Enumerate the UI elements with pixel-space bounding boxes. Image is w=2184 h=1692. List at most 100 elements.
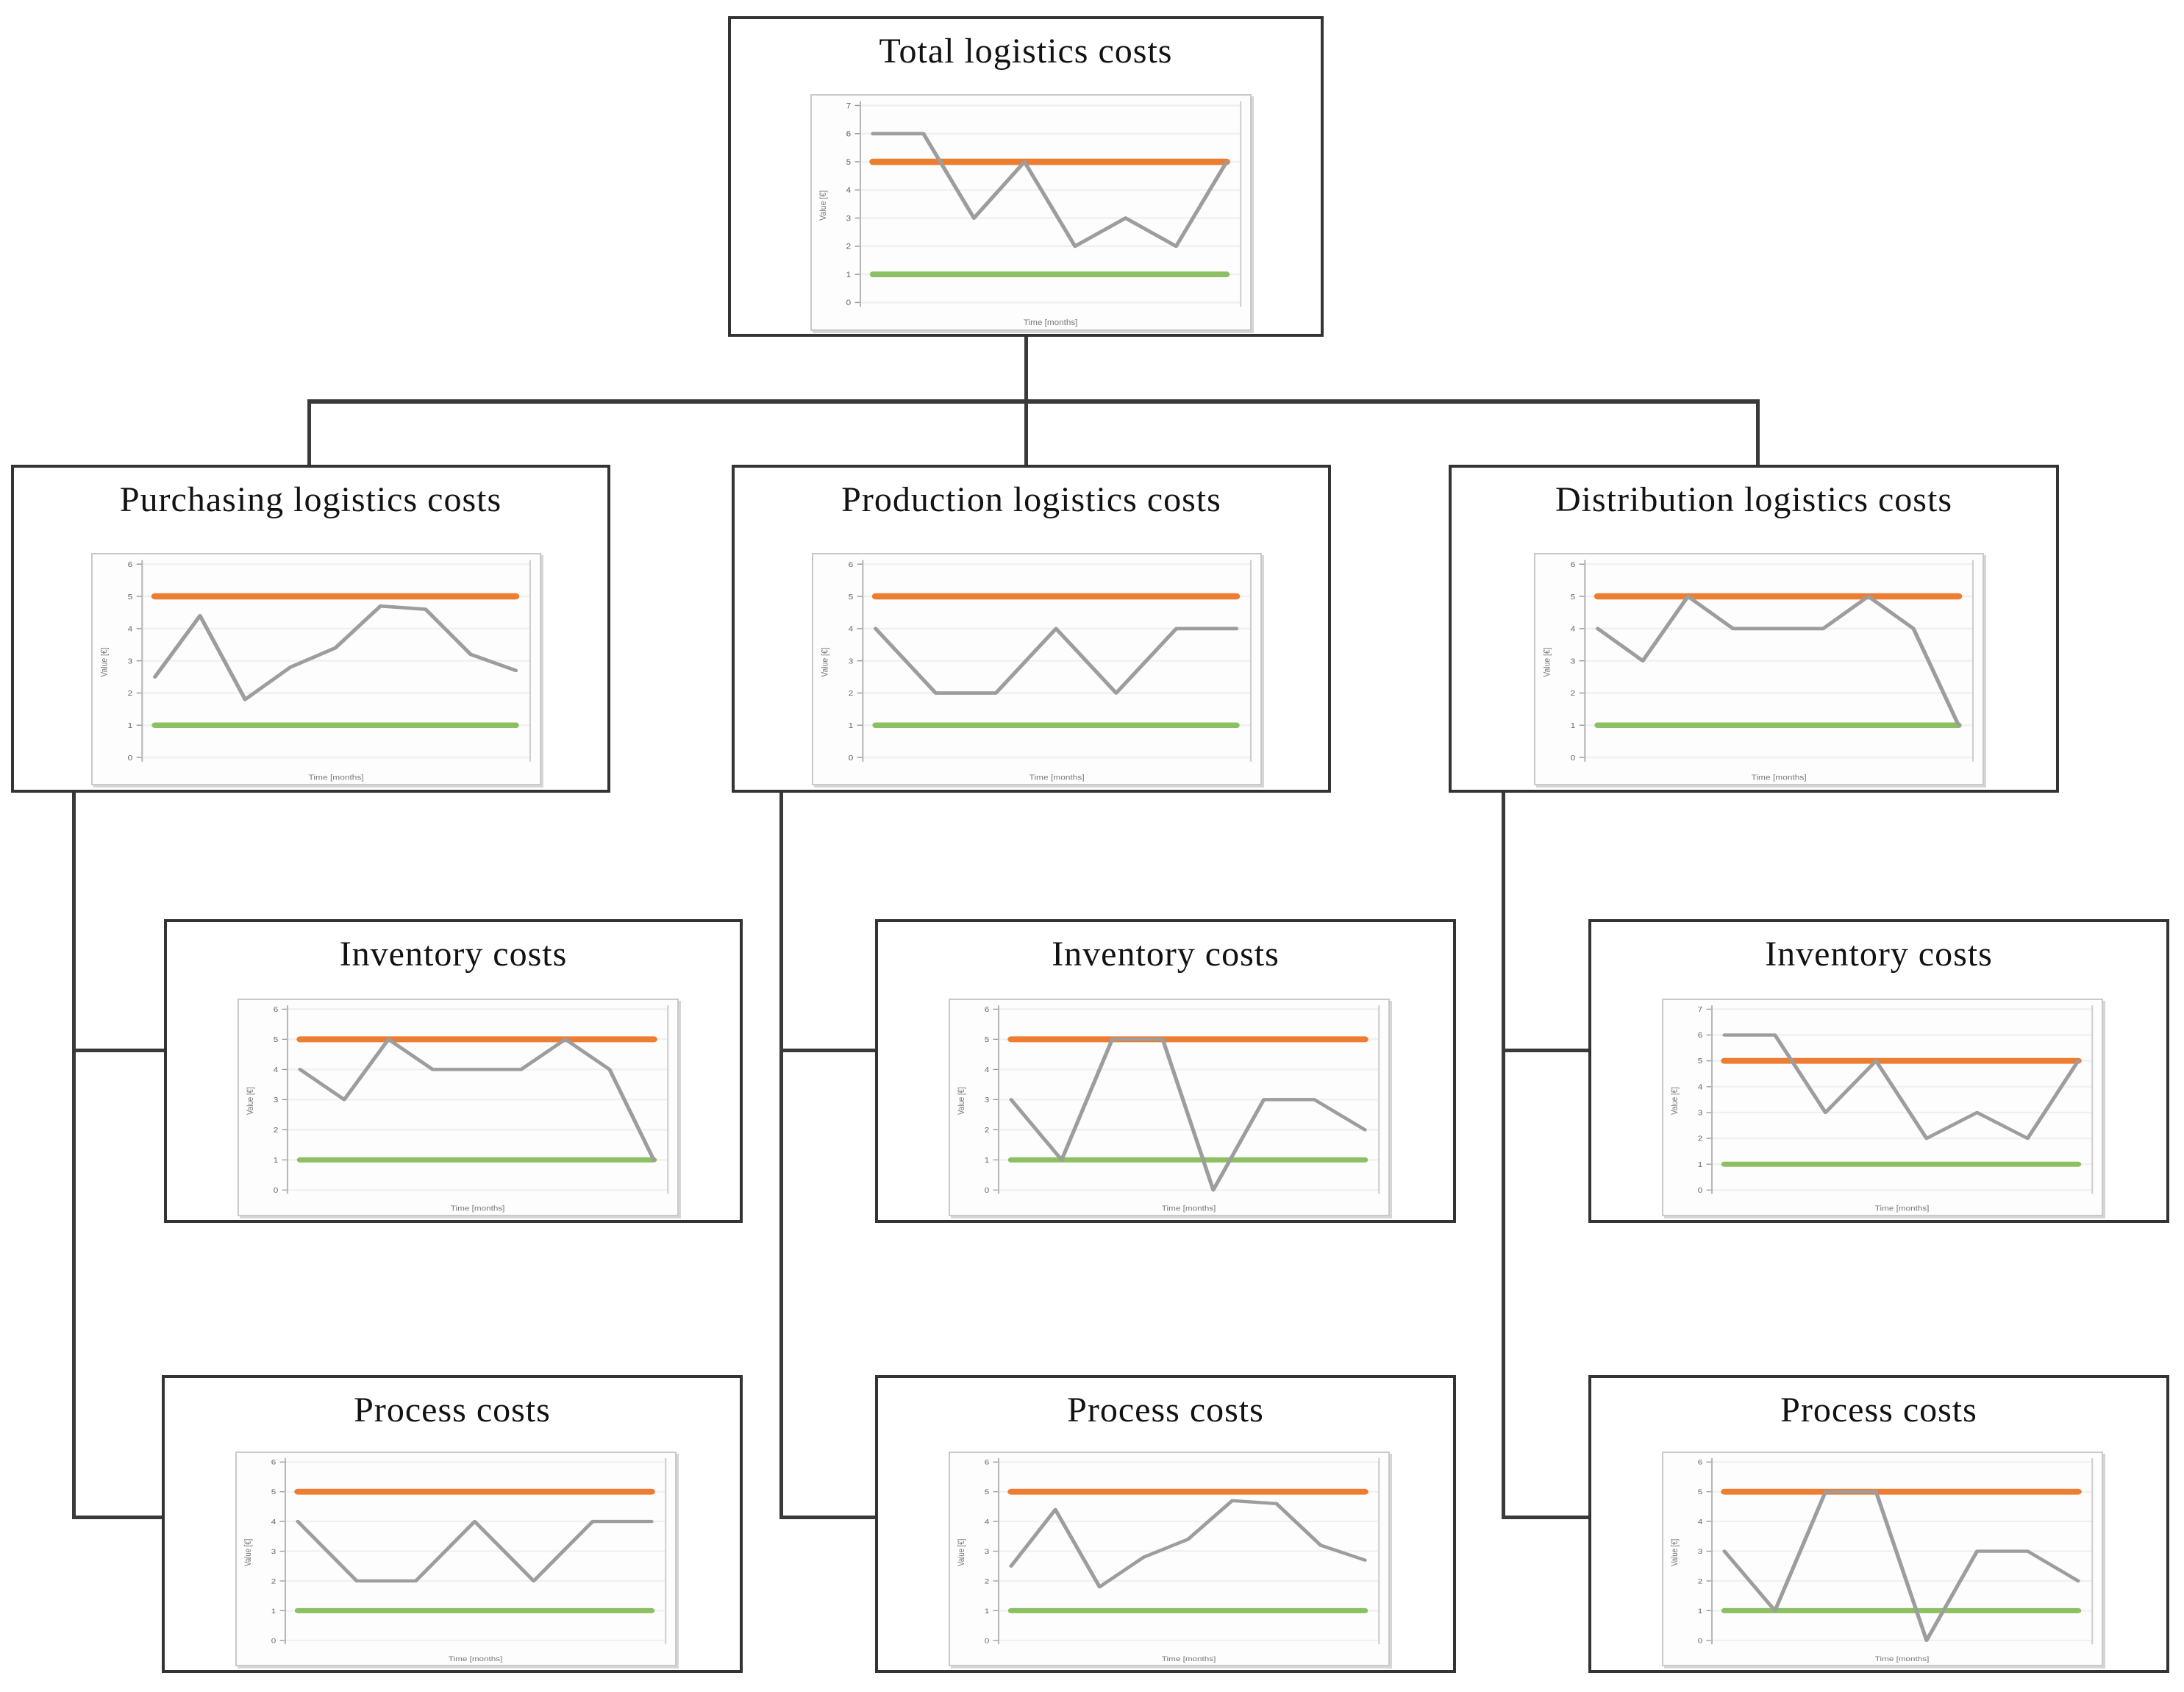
y-tick-label: 4 xyxy=(1698,1083,1703,1091)
y-tick-label: 4 xyxy=(849,625,854,633)
connector-production-down xyxy=(1024,399,1028,467)
y-tick-label: 7 xyxy=(1698,1006,1703,1014)
y-tick-label: 6 xyxy=(1698,1459,1703,1467)
y-tick-label: 6 xyxy=(1571,561,1576,569)
y-tick-label: 2 xyxy=(1571,690,1576,698)
y-tick-label: 3 xyxy=(1571,657,1576,665)
y-tick-label: 6 xyxy=(128,561,133,569)
y-tick-label: 4 xyxy=(274,1066,279,1074)
y-tick-label: 5 xyxy=(846,158,852,166)
x-axis-label: Time [months] xyxy=(451,1205,505,1213)
y-tick-label: 4 xyxy=(846,187,852,195)
node-title: Inventory costs xyxy=(339,935,568,974)
node-title: Inventory costs xyxy=(1052,935,1280,974)
y-tick-label: 2 xyxy=(849,690,854,698)
y-tick-label: 3 xyxy=(271,1548,276,1556)
y-tick-label: 4 xyxy=(271,1518,276,1527)
y-tick-label: 5 xyxy=(849,593,854,601)
y-tick-label: 3 xyxy=(1698,1548,1703,1556)
cost-series-line xyxy=(296,1519,654,1583)
y-tick-label: 6 xyxy=(271,1459,276,1467)
y-tick-label: 5 xyxy=(1698,1488,1703,1496)
y-tick-label: 6 xyxy=(846,130,852,138)
cost-series-line xyxy=(1722,1490,2080,1643)
y-tick-label: 0 xyxy=(849,754,854,762)
y-tick-label: 6 xyxy=(1698,1032,1703,1040)
y-tick-label: 0 xyxy=(985,1637,990,1645)
y-axis-label: Value [€] xyxy=(957,1087,966,1115)
y-tick-label: 2 xyxy=(985,1127,990,1135)
y-tick-label: 3 xyxy=(985,1096,990,1104)
x-axis-label: Time [months] xyxy=(449,1655,503,1663)
y-tick-label: 3 xyxy=(274,1096,279,1104)
y-axis-label: Value [€] xyxy=(957,1539,966,1566)
cost-series-line xyxy=(1009,1499,1367,1589)
x-axis-label: Time [months] xyxy=(1162,1205,1216,1213)
cost-series-line xyxy=(1009,1038,1367,1192)
y-tick-label: 5 xyxy=(271,1488,276,1496)
y-tick-label: 0 xyxy=(274,1187,279,1195)
y-tick-label: 4 xyxy=(985,1518,990,1527)
y-tick-label: 0 xyxy=(985,1187,990,1195)
connector-purchasing-down xyxy=(307,399,311,467)
y-axis-label: Value [€] xyxy=(821,647,830,677)
cost-series-line xyxy=(873,627,1239,695)
x-axis-label: Time [months] xyxy=(1875,1205,1930,1213)
y-tick-label: 3 xyxy=(985,1548,990,1556)
y-tick-label: 1 xyxy=(1698,1607,1703,1616)
cost-series-line xyxy=(1595,594,1961,727)
y-tick-label: 1 xyxy=(985,1157,990,1165)
y-tick-label: 5 xyxy=(985,1488,990,1496)
y-axis-label: Value [€] xyxy=(1670,1539,1680,1566)
connector-production-trunk xyxy=(779,791,783,1519)
y-tick-label: 4 xyxy=(1571,625,1576,633)
y-tick-label: 5 xyxy=(1571,593,1576,601)
y-tick-label: 0 xyxy=(1571,754,1576,762)
y-axis-label: Value [€] xyxy=(1543,647,1552,677)
x-axis-label: Time [months] xyxy=(1752,774,1807,782)
node-title: Process costs xyxy=(354,1391,551,1429)
y-tick-label: 2 xyxy=(985,1577,990,1585)
y-tick-label: 5 xyxy=(274,1036,279,1044)
cost-series-line xyxy=(152,604,518,702)
x-axis-label: Time [months] xyxy=(1029,774,1085,782)
y-tick-label: 3 xyxy=(128,657,133,665)
y-tick-label: 6 xyxy=(849,561,854,569)
connector-purchasing-inventory-stub xyxy=(72,1049,166,1052)
cost-series-line xyxy=(871,132,1229,249)
y-tick-label: 0 xyxy=(128,754,133,762)
y-tick-label: 1 xyxy=(274,1157,279,1165)
y-tick-label: 5 xyxy=(128,593,133,601)
y-tick-label: 1 xyxy=(1571,722,1576,730)
x-axis-label: Time [months] xyxy=(1024,319,1078,327)
y-tick-label: 1 xyxy=(985,1607,990,1616)
y-tick-label: 6 xyxy=(274,1006,279,1014)
y-tick-label: 0 xyxy=(271,1637,276,1645)
node-title: Total logistics costs xyxy=(879,32,1173,71)
y-tick-label: 3 xyxy=(1698,1109,1703,1117)
y-axis-label: Value [€] xyxy=(1670,1087,1680,1115)
y-tick-label: 1 xyxy=(271,1607,276,1616)
y-tick-label: 1 xyxy=(128,722,133,730)
connector-purchasing-process-stub xyxy=(72,1516,164,1519)
node-title: Process costs xyxy=(1780,1391,1977,1429)
connector-total-down xyxy=(1024,335,1028,401)
